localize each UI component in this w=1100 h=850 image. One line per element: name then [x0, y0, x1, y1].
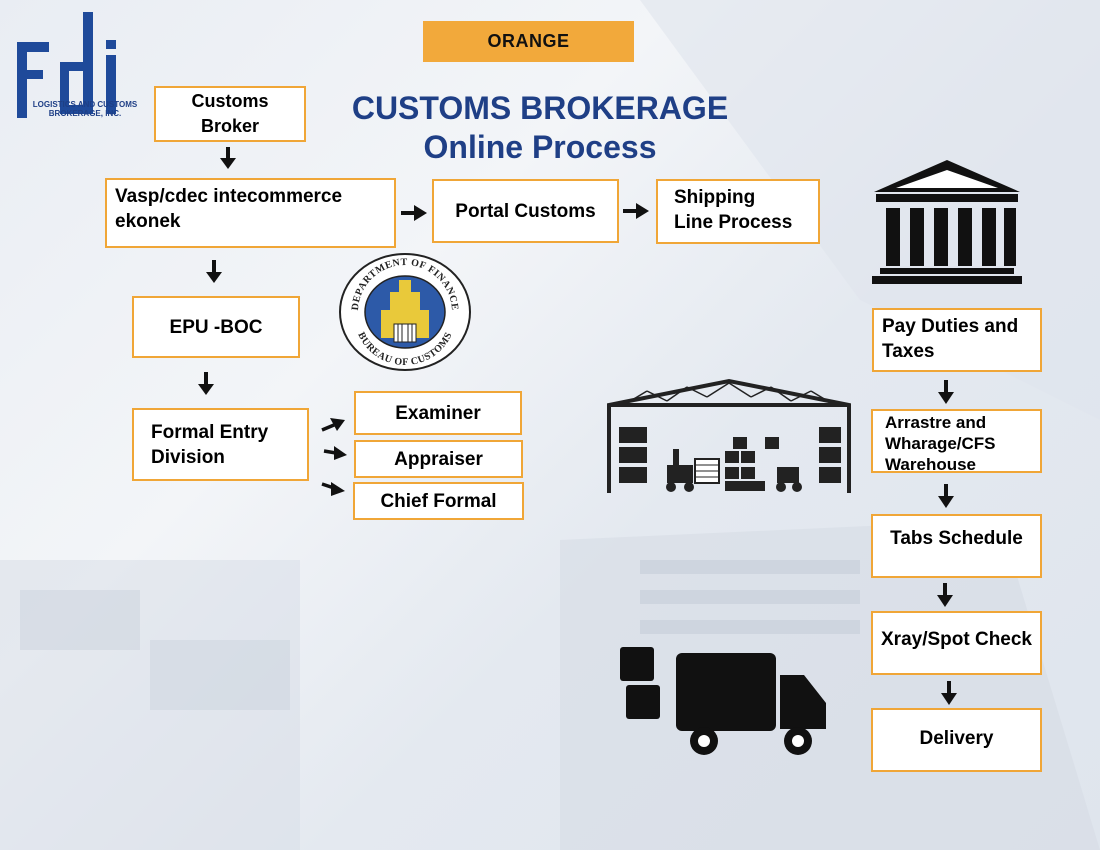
delivery-box: Delivery [871, 708, 1042, 772]
appraiser-label: Appraiser [394, 448, 483, 470]
examiner-box: Examiner [354, 391, 522, 435]
arrow-right-icon [323, 446, 347, 460]
customs-broker-box: Customs Broker [154, 86, 306, 142]
shipping-label-line1: Shipping [674, 187, 756, 208]
shipping-label-line2: Line Process [674, 212, 793, 233]
arrow-down-icon [198, 372, 214, 395]
page-subtitle: Online Process [423, 129, 657, 165]
arrow-down-icon [937, 583, 953, 607]
customs-broker-label: Customs Broker [191, 91, 269, 136]
delivery-label: Delivery [919, 727, 994, 749]
arrastre-label-line1: Arrastre and [885, 413, 987, 432]
orange-tag: ORANGE [423, 21, 634, 62]
tabs-schedule-label: Tabs Schedule [890, 528, 1023, 549]
pay-duties-label-line1: Pay Duties and [882, 316, 1019, 337]
portal-customs-label: Portal Customs [455, 200, 596, 222]
examiner-label: Examiner [395, 402, 481, 424]
vasp-label-line1: Vasp/cdec intecommerce [115, 186, 343, 207]
xray-box: Xray/Spot Check [871, 611, 1042, 675]
appraiser-box: Appraiser [354, 440, 523, 478]
formal-entry-label-line2: Division [151, 446, 225, 468]
arrow-down-icon [220, 147, 236, 169]
arrow-down-icon [941, 681, 957, 705]
arrastre-label-line3: Warehouse [885, 455, 977, 474]
logo-subtitle-line1: LOGISTICS AND CUSTOMS [32, 100, 138, 109]
arrow-down-icon [938, 380, 954, 404]
formal-entry-box: Formal Entry Division [132, 408, 309, 481]
arrow-right-icon [623, 203, 649, 219]
vasp-label-line2: ekonek [115, 211, 181, 232]
chief-formal-label: Chief Formal [380, 490, 497, 512]
portal-customs-box: Portal Customs [432, 179, 619, 243]
chief-formal-box: Chief Formal [353, 482, 524, 520]
epu-boc-box: EPU -BOC [132, 296, 300, 358]
arrow-right-icon [321, 482, 345, 496]
truck-icon [620, 647, 826, 755]
fdi-logo [17, 12, 116, 118]
xray-label: Xray/Spot Check [881, 628, 1032, 650]
tabs-schedule-box: Tabs Schedule [871, 514, 1042, 578]
formal-entry-label-line1: Formal Entry [151, 421, 269, 443]
warehouse-icon [607, 378, 851, 493]
vasp-box: Vasp/cdec intecommerce ekonek [105, 178, 396, 248]
logo-subtitle: LOGISTICS AND CUSTOMS BROKERAGE, INC. [30, 100, 140, 118]
logo-subtitle-line2: BROKERAGE, INC. [48, 109, 122, 118]
bank-icon [872, 160, 1022, 284]
customs-seal: DEPARTMENT OF FINANCE BUREAU OF CUSTOMS [339, 253, 471, 371]
page-title: CUSTOMS BROKERAGE [351, 90, 729, 126]
arrow-down-icon [938, 484, 954, 508]
shipping-line-box: Shipping Line Process [656, 179, 820, 244]
arrastre-box: Arrastre and Wharage/CFS Warehouse [871, 409, 1042, 474]
arrow-right-icon [401, 205, 427, 221]
epu-boc-label: EPU -BOC [169, 316, 263, 338]
arrastre-label-line2: Wharage/CFS [885, 434, 996, 453]
arrow-down-icon [206, 260, 222, 283]
arrow-right-icon [321, 418, 345, 432]
pay-duties-box: Pay Duties and Taxes [872, 308, 1042, 372]
pay-duties-label-line2: Taxes [882, 341, 935, 362]
